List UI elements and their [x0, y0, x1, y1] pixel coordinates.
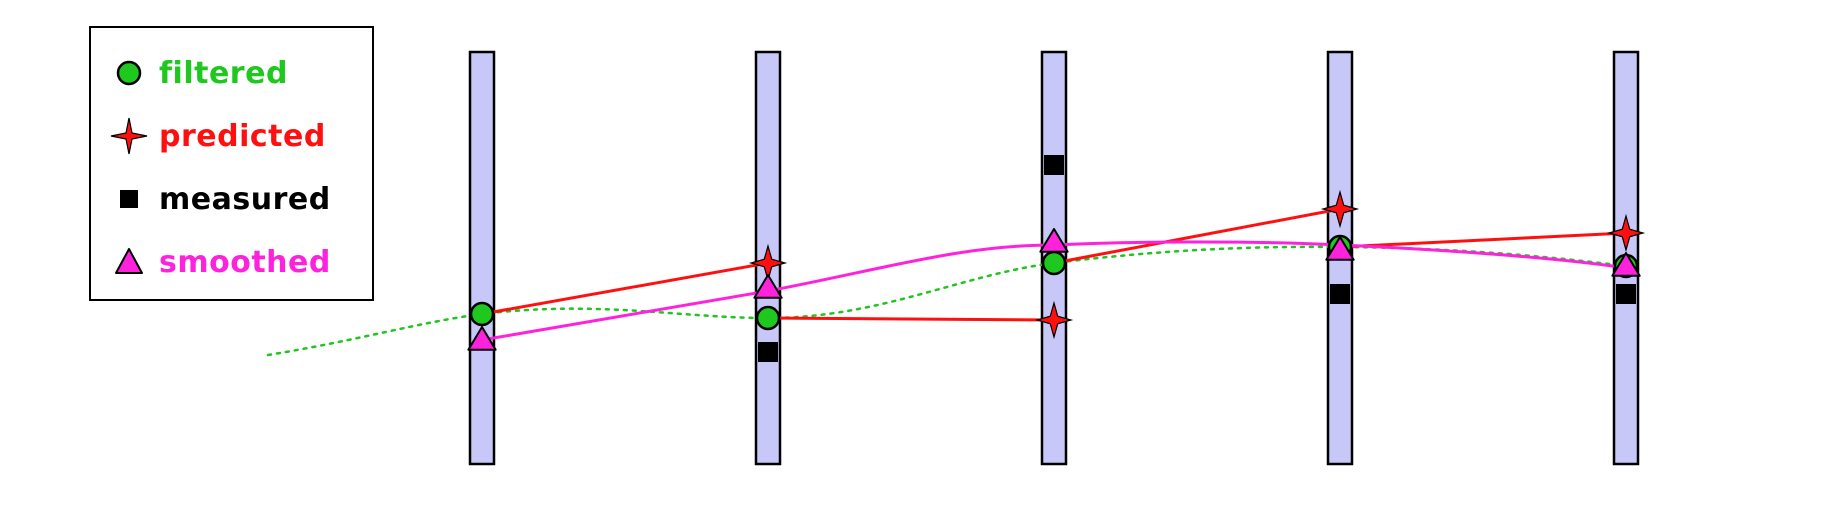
magenta-triangle-icon: [115, 248, 143, 274]
legend-label-filtered: filtered: [159, 55, 288, 91]
smoothed-point-5: [1611, 252, 1641, 277]
measured-point-2: [1044, 155, 1064, 175]
predicted-point-4: [1606, 213, 1646, 253]
measured-point-1: [758, 342, 778, 362]
legend-label-measured: measured: [159, 181, 331, 217]
detector-plane-1: [468, 50, 496, 466]
smoothed-point-3: [1039, 228, 1069, 253]
legend-item-filtered: filtered: [109, 53, 288, 93]
smoothed-point-1: [467, 326, 497, 351]
legend-item-measured: measured: [109, 179, 331, 219]
legend-label-smoothed: smoothed: [159, 244, 331, 280]
legend-item-predicted: predicted: [109, 116, 326, 156]
prediction-segment-4: [1339, 231, 1627, 249]
black-square-icon: [120, 190, 138, 208]
legend-label-predicted: predicted: [159, 118, 326, 154]
filtered-point-3: [1041, 250, 1067, 276]
filtered-point-1: [469, 301, 495, 327]
predicted-point-3: [1320, 189, 1360, 229]
track-markers: [467, 155, 1646, 362]
measured-point-3: [1330, 284, 1350, 304]
measured-point-4: [1616, 284, 1636, 304]
prediction-segment-2: [767, 316, 1055, 322]
legend: filtered predicted measured smoothed: [89, 26, 374, 301]
prediction-segment-1: [481, 261, 769, 316]
prediction-segment-3: [1053, 207, 1341, 265]
filtered-point-2: [755, 305, 781, 331]
smoothed-point-2: [753, 274, 783, 299]
green-circle-icon: [116, 60, 142, 86]
red-four-point-star-icon: [110, 117, 148, 155]
smoothed-track-line: [481, 240, 1627, 342]
smoothed-point-4: [1325, 236, 1355, 261]
predicted-point-2: [1034, 300, 1074, 340]
track-curves: [266, 207, 1628, 357]
legend-item-smoothed: smoothed: [109, 242, 331, 282]
